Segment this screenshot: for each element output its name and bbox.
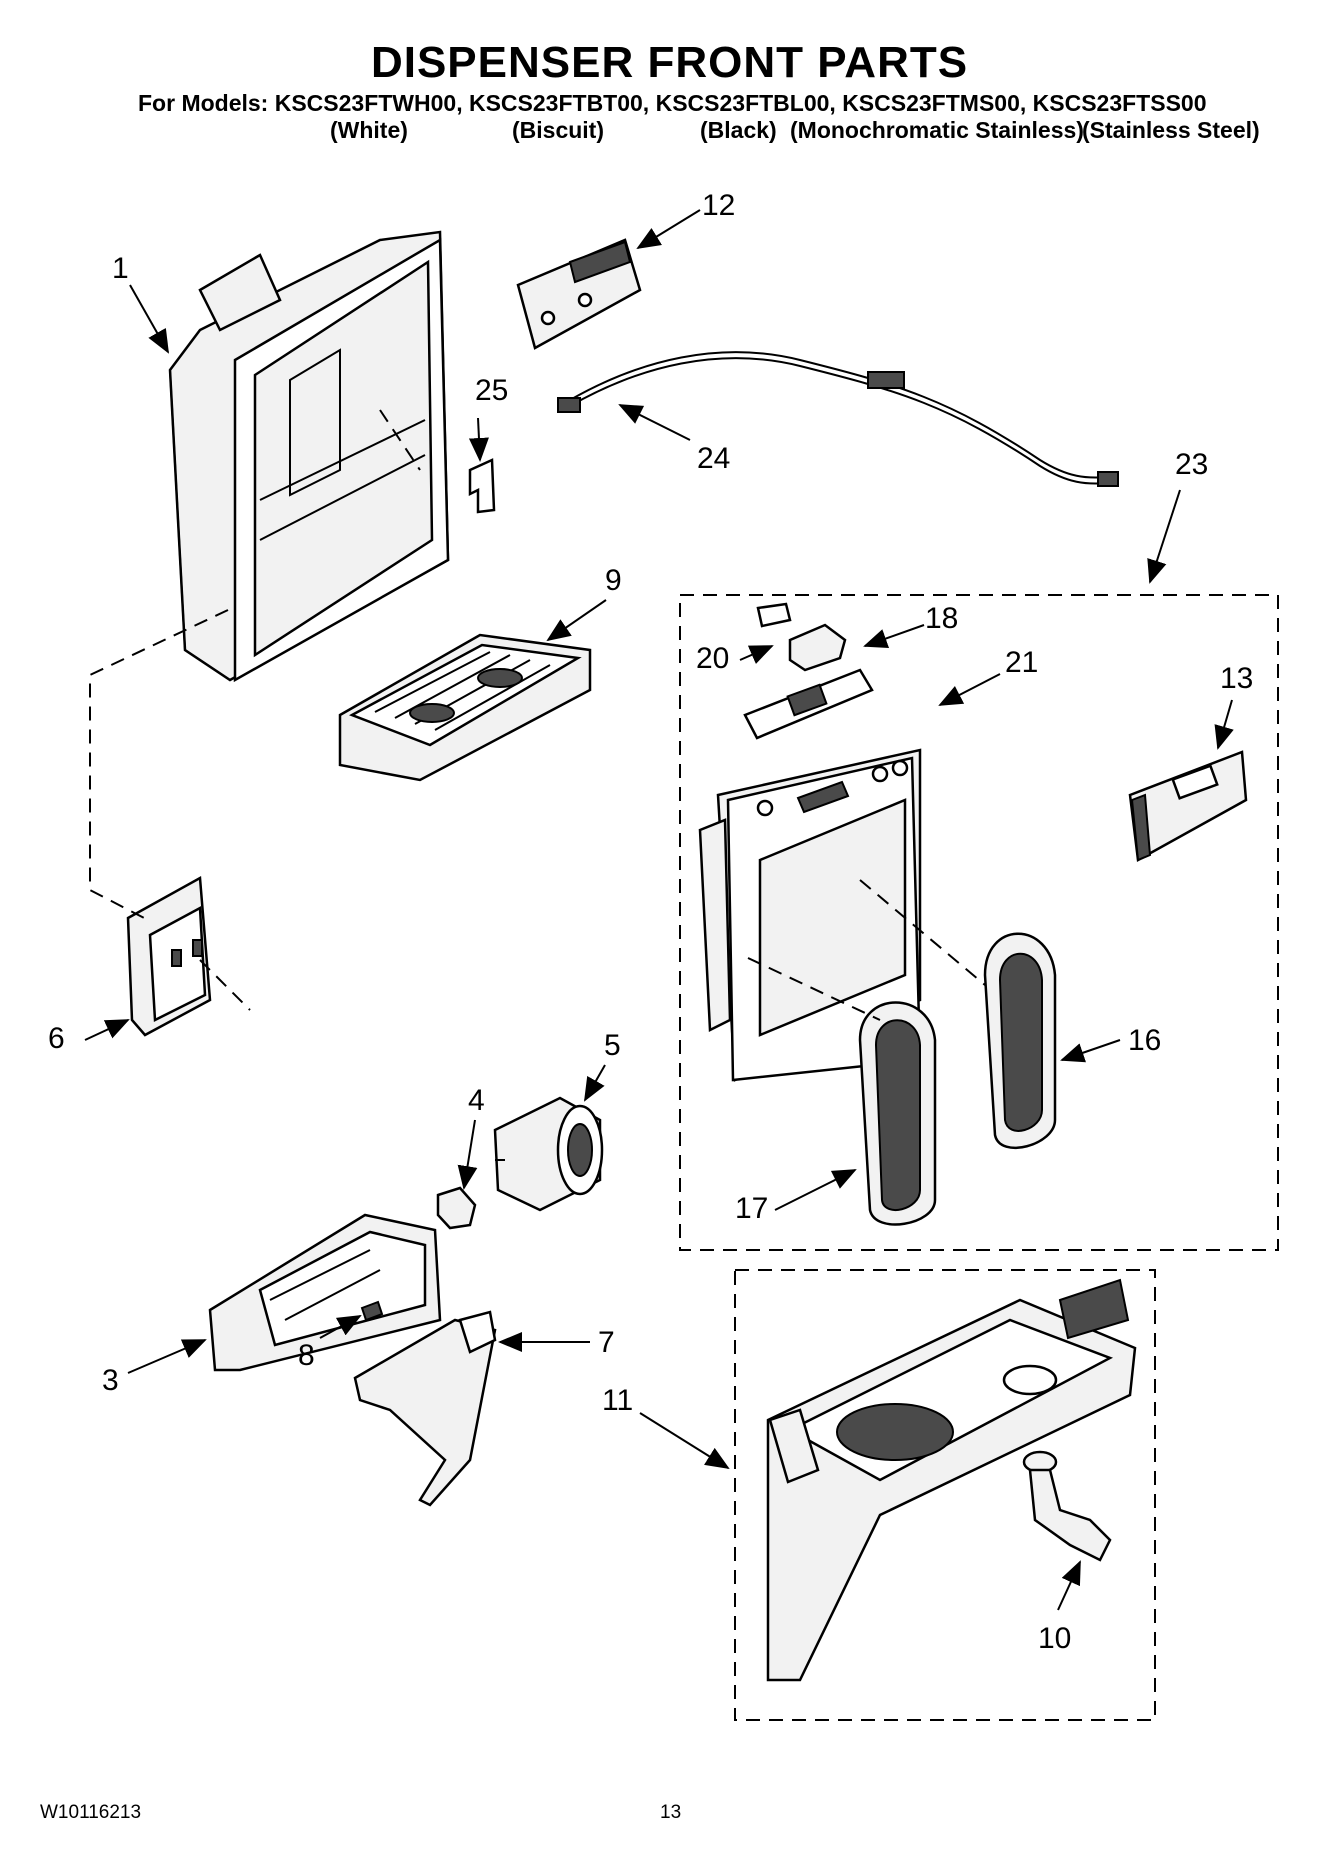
finish-black: (Black) <box>700 117 777 143</box>
part-5-motor <box>493 1096 604 1212</box>
part-7-actuator-arm <box>353 1310 497 1507</box>
part-20-switch <box>756 602 847 672</box>
assembly-23-box <box>679 594 1279 1251</box>
callout-10: 10 <box>1038 1622 1071 1655</box>
callout-25: 25 <box>475 374 508 407</box>
callout-23: 23 <box>1175 448 1208 481</box>
part-21-dispenser-panel <box>698 748 922 1082</box>
part-24-wire-harness <box>557 351 1119 487</box>
part-4-coupler <box>436 1186 477 1230</box>
page-title: DISPENSER FRONT PARTS <box>370 38 969 87</box>
callout-24: 24 <box>697 442 730 475</box>
callout-20: 20 <box>696 642 729 675</box>
models-line: For Models: KSCS23FTWH00, KSCS23FTBT00, … <box>138 90 1207 116</box>
page-number: 13 <box>660 1802 682 1823</box>
part-18-gasket <box>743 668 874 740</box>
callout-13: 13 <box>1220 662 1253 695</box>
callout-8: 8 <box>298 1339 315 1372</box>
callout-21: 21 <box>1005 646 1038 679</box>
part-13-display-board <box>1128 750 1248 862</box>
finish-monochromatic-stainless: (Monochromatic Stainless) <box>790 117 1084 143</box>
finish-biscuit: (Biscuit) <box>512 117 604 143</box>
part-3-lever-bracket <box>208 1213 442 1372</box>
assembly-11-box <box>734 1269 1156 1721</box>
callout-5: 5 <box>604 1029 621 1062</box>
callout-18: 18 <box>925 602 958 635</box>
part-9-drip-tray <box>338 633 592 782</box>
callout-16: 16 <box>1128 1024 1161 1057</box>
part-11-ice-chute <box>766 1278 1137 1682</box>
callout-7: 7 <box>598 1326 615 1359</box>
callout-arrows <box>84 209 1234 1611</box>
callout-6: 6 <box>48 1022 65 1055</box>
callout-12: 12 <box>702 189 735 222</box>
part-17-ice-pad <box>858 1001 937 1226</box>
callout-4: 4 <box>468 1084 485 1117</box>
finish-stainless-steel: (Stainless Steel) <box>1082 117 1260 143</box>
part-10-water-fitting <box>1022 1450 1112 1562</box>
doc-number: W10116213 <box>40 1802 142 1823</box>
part-8-screw <box>360 1300 384 1322</box>
part-16-water-pad <box>983 932 1057 1150</box>
part-12-control-board <box>516 238 642 350</box>
finish-white: (White) <box>330 117 408 143</box>
callout-3: 3 <box>102 1364 119 1397</box>
callout-9: 9 <box>605 564 622 597</box>
callout-17: 17 <box>735 1192 768 1225</box>
callout-1: 1 <box>112 252 129 285</box>
part-6-switch-housing <box>126 875 212 1037</box>
part-25-bracket <box>468 458 496 514</box>
callout-11: 11 <box>602 1384 633 1417</box>
part-1-dispenser-housing <box>168 230 450 683</box>
